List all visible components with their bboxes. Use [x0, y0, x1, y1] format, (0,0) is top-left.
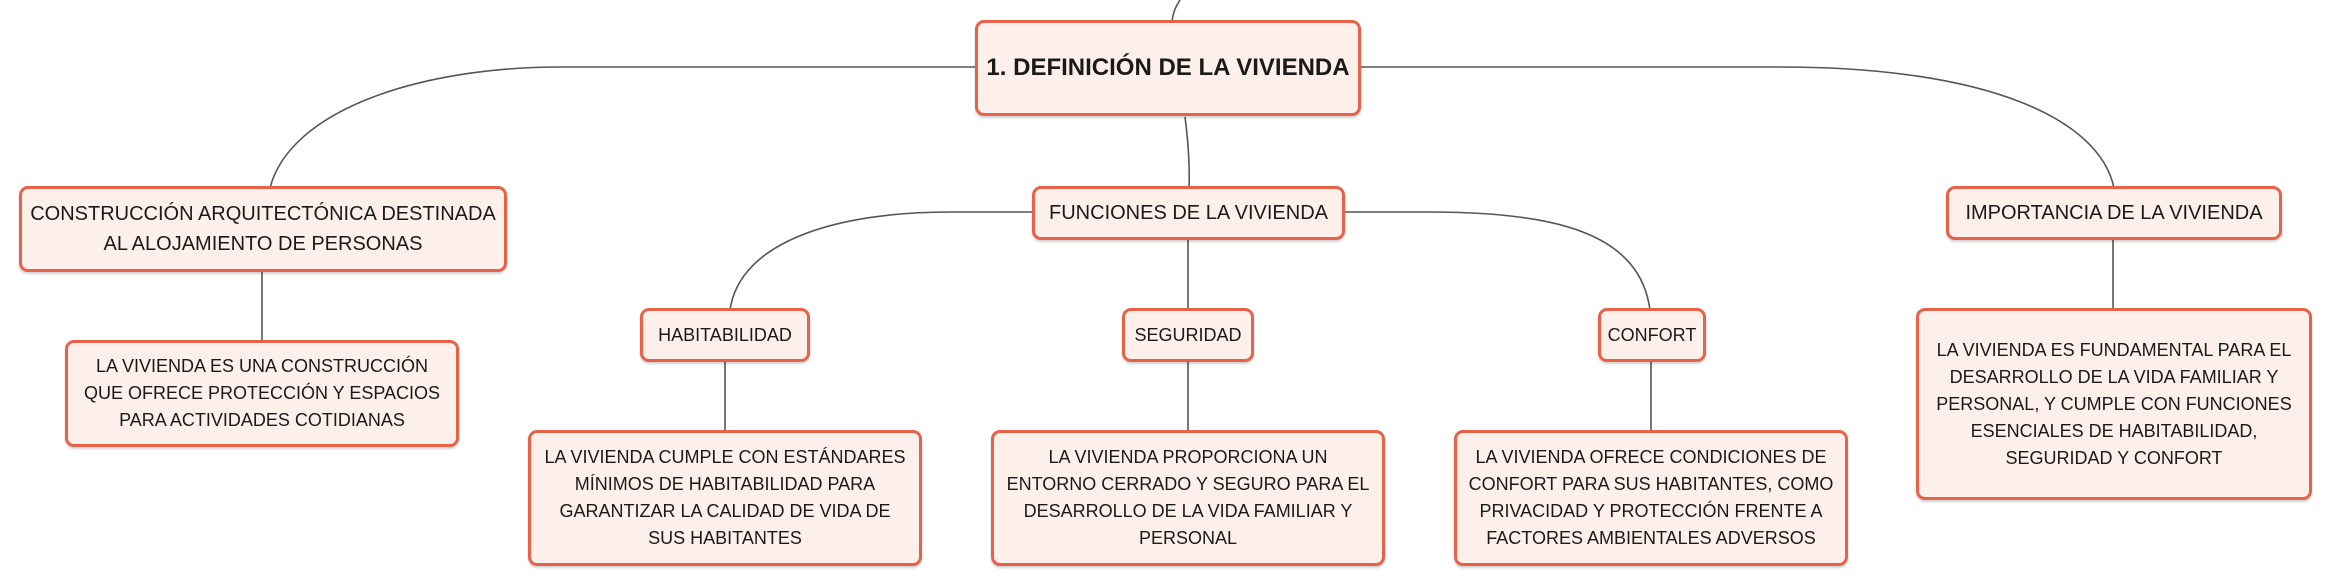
branch-funciones-label: FUNCIONES DE LA VIVIENDA — [1049, 202, 1328, 224]
confort-detail-node[interactable]: LA VIVIENDA OFRECE CONDICIONES DE CONFOR… — [1454, 430, 1848, 566]
habitabilidad-node[interactable]: HABITABILIDAD — [640, 308, 810, 362]
connector-root-importancia — [1356, 66, 2115, 189]
importancia-detail-node[interactable]: LA VIVIENDA ES FUNDAMENTAL PARA EL DESAR… — [1916, 308, 2312, 500]
importancia-detail-text: LA VIVIENDA ES FUNDAMENTAL PARA EL DESAR… — [1936, 339, 2292, 468]
confort-detail-text: LA VIVIENDA OFRECE CONDICIONES DE CONFOR… — [1468, 447, 1834, 548]
confort-node[interactable]: CONFORT — [1598, 308, 1706, 362]
seguridad-node[interactable]: SEGURIDAD — [1122, 308, 1254, 362]
connector-parent-root — [1171, 0, 1181, 23]
branch-importancia-label: IMPORTANCIA DE LA VIVIENDA — [1965, 202, 2263, 224]
seguridad-detail-text: LA VIVIENDA PROPORCIONA UN ENTORNO CERRA… — [1006, 447, 1370, 548]
root-node[interactable]: 1. DEFINICIÓN DE LA VIVIENDA — [975, 20, 1361, 116]
habitabilidad-label: HABITABILIDAD — [658, 324, 792, 345]
branch-construccion-node[interactable]: CONSTRUCCIÓN ARQUITECTÓNICA DESTINADA AL… — [19, 186, 507, 272]
connector-root-construccion — [269, 66, 980, 189]
habitabilidad-detail-node[interactable]: LA VIVIENDA CUMPLE CON ESTÁNDARES MÍNIMO… — [528, 430, 922, 566]
construccion-detail-node[interactable]: LA VIVIENDA ES UNA CONSTRUCCIÓN QUE OFRE… — [65, 340, 459, 447]
branch-construccion-label: CONSTRUCCIÓN ARQUITECTÓNICA DESTINADA AL… — [30, 203, 496, 255]
habitabilidad-detail-text: LA VIVIENDA CUMPLE CON ESTÁNDARES MÍNIMO… — [544, 447, 906, 548]
confort-label: CONFORT — [1607, 324, 1697, 345]
construccion-detail-text: LA VIVIENDA ES UNA CONSTRUCCIÓN QUE OFRE… — [83, 356, 441, 430]
connector-root-funciones — [1184, 116, 1191, 189]
seguridad-label: SEGURIDAD — [1134, 324, 1242, 345]
seguridad-detail-node[interactable]: LA VIVIENDA PROPORCIONA UN ENTORNO CERRA… — [991, 430, 1385, 566]
connector-funciones-confort — [1344, 211, 1651, 311]
connector-funciones-habitabilidad — [729, 211, 1034, 311]
branch-funciones-node[interactable]: FUNCIONES DE LA VIVIENDA — [1032, 186, 1345, 240]
branch-importancia-node[interactable]: IMPORTANCIA DE LA VIVIENDA — [1946, 186, 2282, 240]
root-label: 1. DEFINICIÓN DE LA VIVIENDA — [986, 54, 1350, 81]
